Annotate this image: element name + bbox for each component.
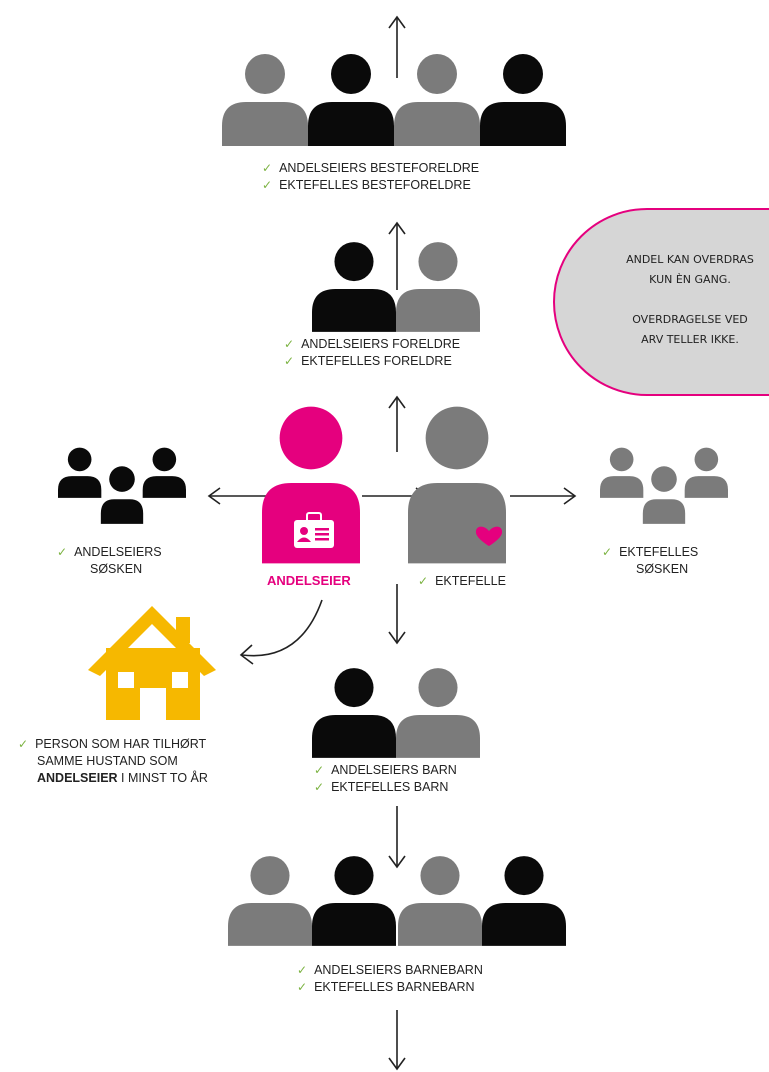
check-icon: ✓ <box>262 161 273 175</box>
grandchild-person-icon <box>482 856 566 946</box>
check-icon: ✓ <box>57 545 68 559</box>
grandchild-person-icon <box>312 856 396 946</box>
check-icon: ✓ <box>314 780 325 794</box>
children-icons <box>312 668 480 758</box>
spouse-siblings-icon <box>600 446 728 526</box>
arrow-up-top <box>388 15 406 78</box>
arrow-down-grandchildren <box>388 806 406 869</box>
owner-siblings-label: ✓ANDELSEIERS SØSKEN <box>57 545 162 576</box>
parent-person-icon <box>312 242 396 332</box>
arrow-right-spouse-siblings <box>510 487 577 505</box>
parent-person-icon <box>396 242 480 332</box>
arrow-up-parents <box>388 221 406 290</box>
grandchild-person-icon <box>228 856 312 946</box>
spouse-siblings-label: ✓EKTEFELLES SØSKEN <box>602 545 699 576</box>
arrow-curve-house <box>239 599 323 665</box>
owner-person-icon <box>262 406 360 564</box>
grandparent-person-icon <box>480 54 566 146</box>
arrow-up-owner <box>388 395 406 452</box>
house-icon <box>88 606 216 720</box>
grandparent-person-icon <box>394 54 480 146</box>
grandparent-person-icon <box>308 54 394 146</box>
check-icon: ✓ <box>314 763 325 777</box>
check-icon: ✓ <box>284 354 295 368</box>
grandparents-label: ✓ANDELSEIERS BESTEFORELDRE ✓EKTEFELLES B… <box>262 161 480 192</box>
check-icon: ✓ <box>297 963 308 977</box>
heart-icon <box>475 526 503 546</box>
note-line: ARV TELLER IKKE. <box>641 333 739 346</box>
household-label: ✓PERSON SOM HAR TILHØRT SAMME HUSTAND SO… <box>18 737 208 785</box>
check-icon: ✓ <box>284 337 295 351</box>
parents-icons <box>312 242 480 332</box>
grandparents-icons <box>222 54 566 146</box>
grandchildren-icons <box>228 856 566 946</box>
note-line: OVERDRAGELSE VED <box>632 313 748 326</box>
grandparent-person-icon <box>222 54 308 146</box>
arrow-left-siblings <box>207 487 276 505</box>
note-line: KUN ÈN GANG. <box>649 273 731 286</box>
owner-siblings-icon <box>58 446 186 526</box>
grandchild-person-icon <box>398 856 482 946</box>
arrow-down-children <box>388 584 406 645</box>
note-line: ANDEL KAN OVERDRAS <box>626 253 754 266</box>
note-bubble <box>553 208 769 396</box>
child-person-icon <box>312 668 396 758</box>
parents-label: ✓ANDELSEIERS FORELDRE ✓EKTEFELLES FORELD… <box>284 337 461 368</box>
spouse-label: ✓EKTEFELLE <box>418 574 506 588</box>
arrows <box>207 15 577 1071</box>
check-icon: ✓ <box>297 980 308 994</box>
check-icon: ✓ <box>418 574 429 588</box>
arrow-down-bottom <box>388 1010 406 1071</box>
check-icon: ✓ <box>18 737 29 751</box>
child-person-icon <box>396 668 480 758</box>
check-icon: ✓ <box>602 545 613 559</box>
note-text: ANDEL KAN OVERDRAS KUN ÈN GANG. OVERDRAG… <box>590 250 769 350</box>
owner-label: ANDELSEIER <box>267 573 351 588</box>
check-icon: ✓ <box>262 178 273 192</box>
children-label: ✓ANDELSEIERS BARN ✓EKTEFELLES BARN <box>314 763 457 794</box>
grandchildren-label: ✓ANDELSEIERS BARNEBARN ✓EKTEFELLES BARNE… <box>297 963 483 994</box>
spouse-person-icon <box>408 406 506 564</box>
